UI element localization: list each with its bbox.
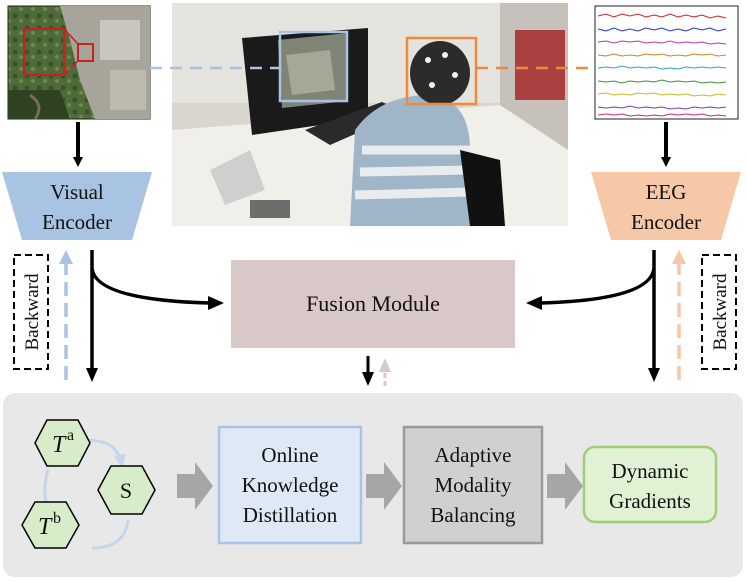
visual-encoder-line1: Visual <box>50 180 104 204</box>
dyn-box: Dynamic Gradients <box>582 445 718 524</box>
eeg-encoder-line2: Encoder <box>631 210 701 234</box>
visual-encoder: Visual Encoder <box>2 172 152 240</box>
fusion-module-label: Fusion Module <box>306 291 440 316</box>
teacher-a-hexagon: T a <box>34 419 91 467</box>
student-hexagon: S <box>97 465 156 515</box>
backward-right: Backward <box>701 254 737 370</box>
eeg-to-fusion-arrow <box>539 267 656 305</box>
flow-arrow-3 <box>547 462 583 510</box>
visual-to-fusion-arrow <box>90 267 211 305</box>
loop-arrow-bottom <box>91 519 130 550</box>
flow-arrow-2 <box>366 462 402 510</box>
eeg-encoder: EEG Encoder <box>591 172 741 240</box>
teacher-b-hexagon: T b <box>21 501 80 549</box>
eeg-encoder-line1: EEG <box>646 180 687 204</box>
okd-line1: Online <box>261 443 318 467</box>
dyn-line1: Dynamic <box>612 459 689 483</box>
flow-arrow-1 <box>177 462 213 510</box>
teacher-a-sup: a <box>67 427 74 444</box>
backward-left: Backward <box>13 254 49 370</box>
aerial-image <box>7 5 151 120</box>
teacher-b-base: T <box>38 514 53 540</box>
amb-line2: Modality <box>435 473 512 497</box>
student-label: S <box>120 478 132 503</box>
head-highlight-box <box>405 36 478 106</box>
lab-photo <box>172 3 568 226</box>
zoom-box-large <box>23 28 65 76</box>
amb-line1: Adaptive <box>435 443 512 467</box>
teacher-a-base: T <box>52 432 67 458</box>
teacher-b-sup: b <box>53 510 61 527</box>
zoom-box-small <box>77 43 94 62</box>
backward-right-label: Backward <box>710 273 731 351</box>
amb-line3: Balancing <box>430 503 516 527</box>
dyn-line2: Gradients <box>609 489 691 513</box>
visual-encoder-line2: Encoder <box>42 210 112 234</box>
okd-box: Online Knowledge Distillation <box>217 425 363 545</box>
eeg-image <box>594 5 739 120</box>
backward-left-label: Backward <box>22 273 43 351</box>
monitor-highlight-box <box>278 30 349 103</box>
okd-line2: Knowledge <box>242 473 339 497</box>
amb-box: Adaptive Modality Balancing <box>402 425 544 545</box>
okd-line3: Distillation <box>243 503 338 527</box>
fusion-module: Fusion Module <box>231 260 515 348</box>
